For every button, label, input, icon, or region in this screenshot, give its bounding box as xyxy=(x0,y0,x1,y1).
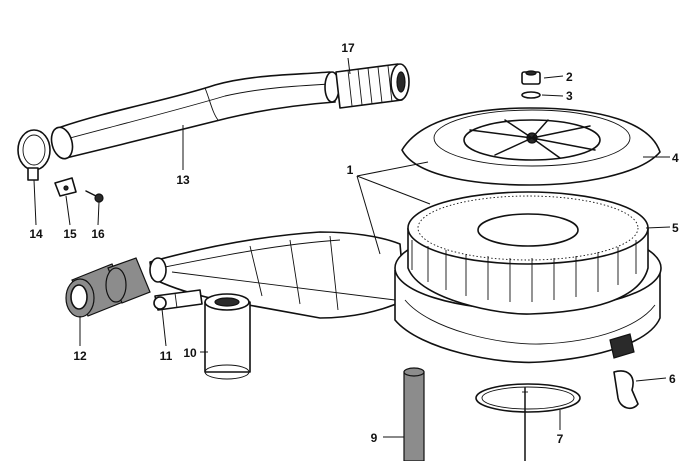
callout-3: 3 xyxy=(566,89,573,103)
callout-7: 7 xyxy=(557,432,564,446)
part-13-intake-tube xyxy=(50,71,340,160)
part-5-filter-element xyxy=(407,191,649,315)
callout-6: 6 xyxy=(669,372,676,386)
callout-4: 4 xyxy=(672,151,679,165)
part-12-rubber-sleeve xyxy=(65,257,151,318)
part-15-bracket xyxy=(54,177,77,197)
callout-15: 15 xyxy=(63,227,77,241)
callout-14: 14 xyxy=(29,227,43,241)
part-6-clip xyxy=(613,370,639,410)
callout-2: 2 xyxy=(566,70,573,84)
callout-17: 17 xyxy=(341,41,355,55)
leader-lines xyxy=(33,57,671,438)
callout-13: 13 xyxy=(176,173,190,187)
part-2-nut xyxy=(521,70,541,85)
callout-1: 1 xyxy=(347,163,354,177)
callout-9: 9 xyxy=(371,431,378,445)
callout-10: 10 xyxy=(183,346,197,360)
part-7-gasket xyxy=(475,383,581,461)
part-3-washer xyxy=(521,91,541,99)
part-16-screw xyxy=(85,190,104,203)
callout-16: 16 xyxy=(91,227,105,241)
part-11-valve xyxy=(153,289,203,311)
callout-11: 11 xyxy=(160,349,173,363)
callout-5: 5 xyxy=(672,221,679,235)
callout-labels: 17 13 14 15 16 12 11 10 1 2 3 4 5 6 7 9 xyxy=(29,41,679,446)
callout-12: 12 xyxy=(73,349,87,363)
part-17-bellows xyxy=(335,63,410,109)
part-14-hose-clamp xyxy=(17,129,51,181)
part-4-lid xyxy=(401,107,661,186)
part-10-hose xyxy=(204,293,251,380)
part-9-rod xyxy=(403,367,425,461)
